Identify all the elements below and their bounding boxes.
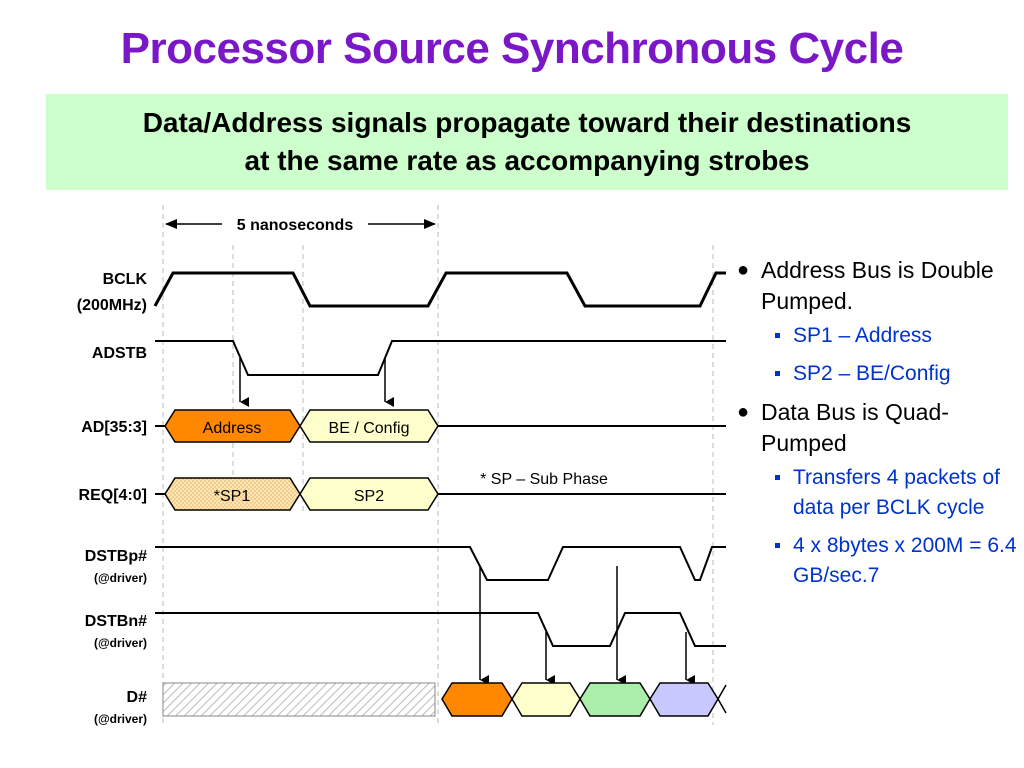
summary-banner: Data/Address signals propagate toward th…	[46, 94, 1008, 190]
d-sublabel: (@driver)	[94, 712, 147, 726]
bclk-label: BCLK	[103, 271, 148, 288]
req-sp1-text: *SP1	[214, 488, 251, 505]
ad-label: AD[35:3]	[81, 419, 147, 436]
dstbn-sublabel: (@driver)	[94, 636, 147, 650]
signal-labels: BCLK (200MHz) ADSTB AD[35:3] REQ[4:0] DS…	[77, 271, 148, 726]
notes-panel: ● Address Bus is Double Pumped. SP1 – Ad…	[735, 255, 1020, 599]
req-bus: *SP1 SP2	[155, 477, 726, 511]
d-packet-2	[511, 682, 581, 717]
duration-label: 5 nanoseconds	[237, 217, 354, 234]
bclk-sublabel: (200MHz)	[77, 297, 147, 314]
req-label: REQ[4:0]	[79, 487, 147, 504]
d-tail-2	[717, 698, 727, 714]
note-data-bus-text: Data Bus is Quad-Pumped	[761, 399, 949, 456]
req-sp2-text: SP2	[354, 488, 384, 505]
note-bandwidth: 4 x 8bytes x 200M = 6.4 GB/sec.7	[735, 531, 1020, 591]
d-idle-hatched	[162, 682, 436, 717]
bullet-dot-icon: ●	[737, 401, 750, 423]
bullet-dot-icon: ●	[737, 259, 750, 281]
dstbn-waveform	[155, 612, 726, 647]
note-sp1: SP1 – Address	[735, 321, 1020, 351]
bullet-square-icon	[775, 371, 780, 376]
dstbp-label: DSTBp#	[85, 548, 147, 565]
note-sp2-text: SP2 – BE/Config	[793, 362, 951, 385]
d-packet-4	[649, 682, 719, 717]
bullet-square-icon	[775, 333, 780, 338]
ad-address-text: Address	[203, 420, 262, 437]
reference-lines	[162, 205, 714, 725]
d-tail-1	[717, 684, 727, 700]
note-transfers: Transfers 4 packets of data per BCLK cyc…	[735, 463, 1020, 523]
page-title: Processor Source Synchronous Cycle	[120, 24, 904, 73]
d-label: D#	[127, 689, 148, 706]
banner-line-2: at the same rate as accompanying strobes	[244, 145, 810, 176]
duration-marker: 5 nanoseconds	[165, 213, 436, 234]
banner-line-1: Data/Address signals propagate toward th…	[142, 107, 912, 138]
duration-label-bg	[222, 213, 368, 233]
bullet-square-icon	[775, 543, 780, 548]
dstbn-label: DSTBn#	[85, 613, 147, 630]
bullet-square-icon	[775, 475, 780, 480]
adstb-waveform	[155, 340, 726, 376]
ad-bus: Address BE / Config	[155, 409, 726, 443]
dstbp-waveform	[155, 546, 726, 581]
adstb-label: ADSTB	[92, 345, 147, 362]
d-packet-1	[441, 682, 513, 717]
bclk-waveform	[153, 271, 726, 308]
subphase-note: * SP – Sub Phase	[480, 471, 608, 488]
note-address-bus-text: Address Bus is Double Pumped.	[761, 257, 994, 314]
ad-beconfig-text: BE / Config	[329, 420, 410, 437]
d-packet-3	[579, 682, 651, 717]
note-transfers-text: Transfers 4 packets of data per BCLK cyc…	[793, 466, 1000, 519]
d-bus	[162, 682, 727, 717]
note-sp2: SP2 – BE/Config	[735, 359, 1020, 389]
note-address-bus: ● Address Bus is Double Pumped.	[735, 255, 1020, 317]
note-data-bus: ● Data Bus is Quad-Pumped	[735, 397, 1020, 459]
note-sp1-text: SP1 – Address	[793, 324, 932, 347]
note-bandwidth-text: 4 x 8bytes x 200M = 6.4 GB/sec.7	[793, 534, 1017, 587]
dstbp-sublabel: (@driver)	[94, 571, 147, 585]
